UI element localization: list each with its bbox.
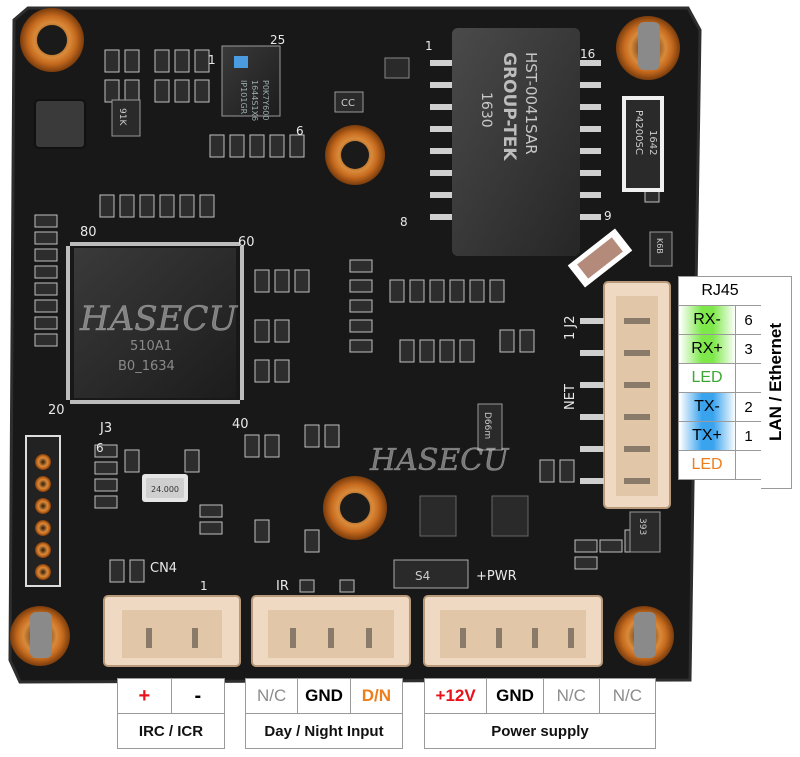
irc-pin-plus: + — [117, 678, 172, 714]
91k-resistor: 91K — [111, 99, 141, 137]
daynight-pin-nc: N/C — [244, 678, 299, 714]
solder-pad-right — [491, 495, 529, 537]
silk-j3-pin: 6 — [96, 441, 104, 455]
irc-caption: IRC / ICR — [117, 713, 225, 749]
mounting-hole-bottom-left — [10, 606, 70, 666]
power-pin-nc-2: N/C — [598, 678, 657, 714]
daynight-pin-gnd: GND — [297, 678, 351, 714]
silk-ic-pin-1: 1 — [208, 53, 216, 67]
watermark-lower: HASECU — [369, 443, 510, 478]
k6b-component: K6B — [649, 231, 673, 267]
rj45-side-box — [761, 276, 792, 489]
ceramic-capacitor — [567, 228, 633, 288]
power-pin-12v: +12V — [423, 678, 488, 714]
ethernet-transformer: HST-0041SAR GROUP-TEK 1630 — [430, 28, 601, 256]
soc-chip: 510A1 B0_1634 — [66, 242, 244, 404]
rj45-row-rxminus-label: RX- — [678, 305, 736, 335]
mounting-hole-bottom-right — [614, 606, 674, 666]
cc-component: CC — [334, 91, 364, 113]
silk-ic-pin-80: 80 — [80, 225, 97, 240]
rj45-pinout-table: RJ45 RX- 6 RX+ 3 LED TX- 2 TX+ 1 LED — [678, 276, 762, 480]
diode-line2: 1642 — [647, 130, 658, 155]
mounting-hole-top-right — [616, 16, 680, 80]
j3-header — [25, 435, 61, 587]
silk-ic-pin-25: 25 — [270, 33, 285, 47]
rj45-row-txminus-label: TX- — [678, 392, 736, 422]
mounting-hole-top-left — [20, 8, 84, 72]
ir-connector — [251, 595, 411, 667]
crystal-oscillator: 24.000 — [142, 474, 188, 502]
daynight-pinout-table: N/C GND D/N Day / Night Input — [244, 678, 404, 749]
silk-ir: IR — [276, 579, 289, 594]
power-pin-nc-1: N/C — [542, 678, 600, 714]
silk-ic-pin-40: 40 — [232, 417, 249, 432]
rj45-row-rxplus-label: RX+ — [678, 334, 736, 364]
soc-line1: 510A1 — [130, 339, 172, 354]
d66m-component: D66m — [477, 403, 503, 451]
s4-diode: S4 — [393, 559, 469, 589]
irc-pinout-table: + - IRC / ICR — [117, 678, 226, 749]
rj45-row-led-orange-label: LED — [678, 450, 736, 480]
rj45-row-rxplus-pin: 3 — [735, 334, 762, 364]
silk-ic-pin-60: 60 — [238, 235, 255, 250]
silk-transformer-pin-9: 9 — [604, 209, 612, 223]
silk-ic-pin-20: 20 — [48, 403, 65, 418]
daynight-pin-dn: D/N — [349, 678, 404, 714]
rj45-row-txplus-pin: 1 — [735, 421, 762, 451]
watermark-upper: HASECU — [79, 299, 238, 339]
transformer-line1: HST-0041SAR — [522, 52, 540, 155]
rj45-row-led-green-pin — [735, 363, 762, 393]
transformer-line3: 1630 — [478, 92, 494, 128]
mounting-pad-center-bottom — [323, 476, 387, 540]
rj45-row-led-green-label: LED — [678, 363, 736, 393]
silk-d66m: D66m — [482, 412, 492, 439]
power-caption: Power supply — [424, 713, 656, 749]
phy-chip: IP101GR 1644S1X6 P0K7Y600 — [221, 45, 281, 121]
power-pin-gnd: GND — [486, 678, 544, 714]
solder-pad-left — [419, 495, 457, 537]
silk-cn4: CN4 — [150, 561, 177, 576]
irc-pin-minus: - — [170, 678, 226, 714]
daynight-caption: Day / Night Input — [245, 713, 403, 749]
silk-transformer-pin-1: 1 — [425, 39, 433, 53]
silk-cc: CC — [341, 98, 355, 109]
rj45-row-rxminus-pin: 6 — [735, 305, 762, 335]
silk-transformer-pin-16: 16 — [580, 47, 595, 61]
phy-chip-line2: 1644S1X6 — [250, 80, 259, 121]
rj45-row-txminus-pin: 2 — [735, 392, 762, 422]
small-transistor — [384, 57, 410, 79]
cn4-connector — [103, 595, 241, 667]
silk-crystal: 24.000 — [151, 485, 179, 494]
silk-91k: 91K — [117, 108, 127, 126]
lan-ethernet-label: LAN / Ethernet — [766, 322, 785, 442]
tvs-diode: P4200SC 1642 — [622, 96, 664, 192]
rj45-title: RJ45 — [678, 276, 762, 306]
power-inductor — [34, 99, 86, 149]
diode-line1: P4200SC — [633, 110, 644, 155]
phy-chip-line1: IP101GR — [239, 80, 248, 115]
silk-k6b: K6B — [655, 238, 664, 254]
power-pinout-table: +12V GND N/C N/C Power supply — [423, 678, 657, 749]
phy-chip-line3: P0K7Y600 — [261, 80, 270, 120]
silk-393: 393 — [637, 518, 647, 535]
smd-components — [34, 49, 660, 593]
silk-transformer-pin-8: 8 — [400, 215, 408, 229]
silk-s4: S4 — [415, 569, 430, 583]
power-connector — [423, 595, 603, 667]
transformer-line2: GROUP-TEK — [499, 52, 519, 161]
silk-j3: J3 — [99, 421, 112, 436]
silk-cn4-pin: 1 — [200, 579, 208, 593]
soc-line2: B0_1634 — [118, 359, 175, 374]
393-chip: 393 — [629, 511, 661, 553]
silk-net: NET — [563, 384, 578, 410]
rj45-row-led-orange-pin — [735, 450, 762, 480]
rj45-row-txplus-label: TX+ — [678, 421, 736, 451]
silk-j2: 1 J2 — [563, 315, 578, 340]
silk-pwr: +PWR — [476, 569, 517, 584]
mounting-pad-center-top — [325, 125, 385, 185]
j2-connector — [580, 281, 671, 509]
silk-ic-pin-6: 6 — [296, 124, 304, 138]
